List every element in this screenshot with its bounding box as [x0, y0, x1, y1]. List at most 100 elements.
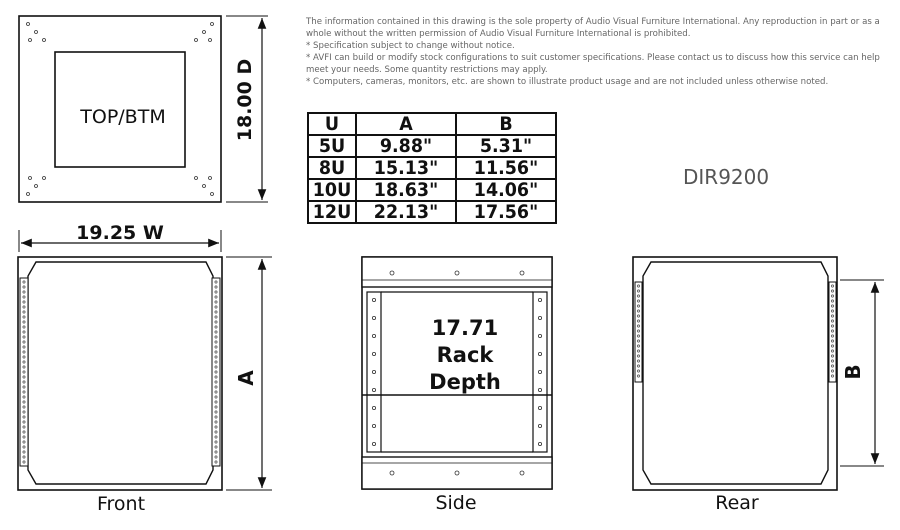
rail-hole: [538, 369, 543, 374]
note-custom-build: * AVFI can build or modify stock configu…: [306, 53, 880, 75]
rail-hole: [831, 339, 834, 343]
rail-hole: [214, 380, 218, 384]
cell-u: 12U: [309, 200, 356, 224]
legal-notes: The information contained in this drawin…: [306, 16, 886, 88]
rail-hole: [22, 325, 26, 329]
width-label: 19.25 W: [76, 222, 164, 244]
a-dimension: A: [226, 256, 272, 491]
cell-b: 17.56": [459, 200, 553, 224]
rail-hole: [22, 385, 26, 389]
cell-b: 14.06": [459, 178, 553, 202]
rail-hole: [371, 387, 376, 392]
rail-hole: [214, 280, 218, 284]
rail-hole: [371, 297, 376, 302]
rail-hole: [831, 374, 834, 378]
rail-hole: [831, 334, 834, 338]
rail-hole: [371, 351, 376, 356]
rail-hole: [637, 359, 640, 363]
rail-hole: [214, 295, 218, 299]
rail-hole: [637, 324, 640, 328]
top-view-label: TOP/BTM: [79, 106, 165, 128]
header-b: B: [459, 112, 553, 136]
rail-hole: [831, 289, 834, 293]
rail-hole: [371, 315, 376, 320]
rail-hole: [831, 329, 834, 333]
rail-hole: [214, 395, 218, 399]
rail-hole: [538, 351, 543, 356]
top-view: TOP/BTM: [18, 15, 222, 203]
rail-hole: [22, 415, 26, 419]
rail-hole: [22, 450, 26, 454]
table-row: 8U 15.13" 11.56": [308, 156, 556, 180]
rail-hole: [214, 445, 218, 449]
rail-hole: [214, 415, 218, 419]
table-row: 12U 22.13" 17.56": [308, 200, 556, 224]
rail-hole: [22, 445, 26, 449]
rail-hole: [214, 405, 218, 409]
cell-b: 5.31": [459, 134, 553, 158]
rail-hole: [371, 423, 376, 428]
rail-hole: [214, 440, 218, 444]
rail-hole: [637, 354, 640, 358]
rail-hole: [214, 455, 218, 459]
rail-hole: [214, 320, 218, 324]
rail-hole: [22, 305, 26, 309]
rail-hole: [22, 345, 26, 349]
rail-hole: [637, 334, 640, 338]
rail-hole: [538, 333, 543, 338]
rack-depth-value: 17.71: [432, 316, 498, 340]
rail-hole: [214, 390, 218, 394]
rack-depth-word-rack: Rack: [437, 343, 495, 367]
rail-hole: [22, 370, 26, 374]
rail-hole: [214, 330, 218, 334]
rail-hole: [22, 290, 26, 294]
table-row: 10U 18.63" 14.06": [308, 178, 556, 202]
rail-hole: [371, 369, 376, 374]
rail-hole: [22, 435, 26, 439]
cell-u: 5U: [309, 134, 356, 158]
rail-hole: [831, 349, 834, 353]
rail-hole: [637, 339, 640, 343]
rail-hole: [831, 359, 834, 363]
rail-hole: [22, 335, 26, 339]
rail-hole: [637, 329, 640, 333]
rail-hole: [22, 315, 26, 319]
rail-hole: [22, 330, 26, 334]
rail-hole: [22, 410, 26, 414]
rail-hole: [538, 405, 543, 410]
note-specification: * Specification subject to change withou…: [306, 41, 515, 51]
rail-hole: [22, 310, 26, 314]
cell-u: 8U: [309, 156, 356, 180]
rail-hole: [214, 285, 218, 289]
rail-hole: [22, 300, 26, 304]
rail-hole: [22, 390, 26, 394]
rail-hole: [214, 410, 218, 414]
rail-hole: [22, 395, 26, 399]
rail-hole: [22, 380, 26, 384]
rail-hole: [214, 325, 218, 329]
rail-hole: [214, 290, 218, 294]
rail-hole: [538, 387, 543, 392]
depth-dimension: 18.00 D: [226, 15, 268, 203]
rail-hole: [214, 335, 218, 339]
rail-hole: [22, 440, 26, 444]
rail-hole: [22, 340, 26, 344]
rail-hole: [831, 319, 834, 323]
rail-hole: [831, 299, 834, 303]
rail-hole: [214, 315, 218, 319]
rail-hole: [637, 304, 640, 308]
rail-hole: [831, 344, 834, 348]
rail-hole: [637, 299, 640, 303]
rail-hole: [371, 405, 376, 410]
rail-hole: [831, 324, 834, 328]
rail-hole: [214, 355, 218, 359]
rail-hole: [214, 370, 218, 374]
note-equipment: * Computers, cameras, monitors, etc. are…: [306, 77, 829, 87]
rail-hole: [637, 309, 640, 313]
cell-a: 22.13": [359, 200, 453, 224]
header-u: U: [309, 112, 356, 136]
a-label: A: [234, 370, 258, 386]
cell-a: 9.88": [359, 134, 453, 158]
rail-hole: [637, 349, 640, 353]
rail-hole: [214, 365, 218, 369]
